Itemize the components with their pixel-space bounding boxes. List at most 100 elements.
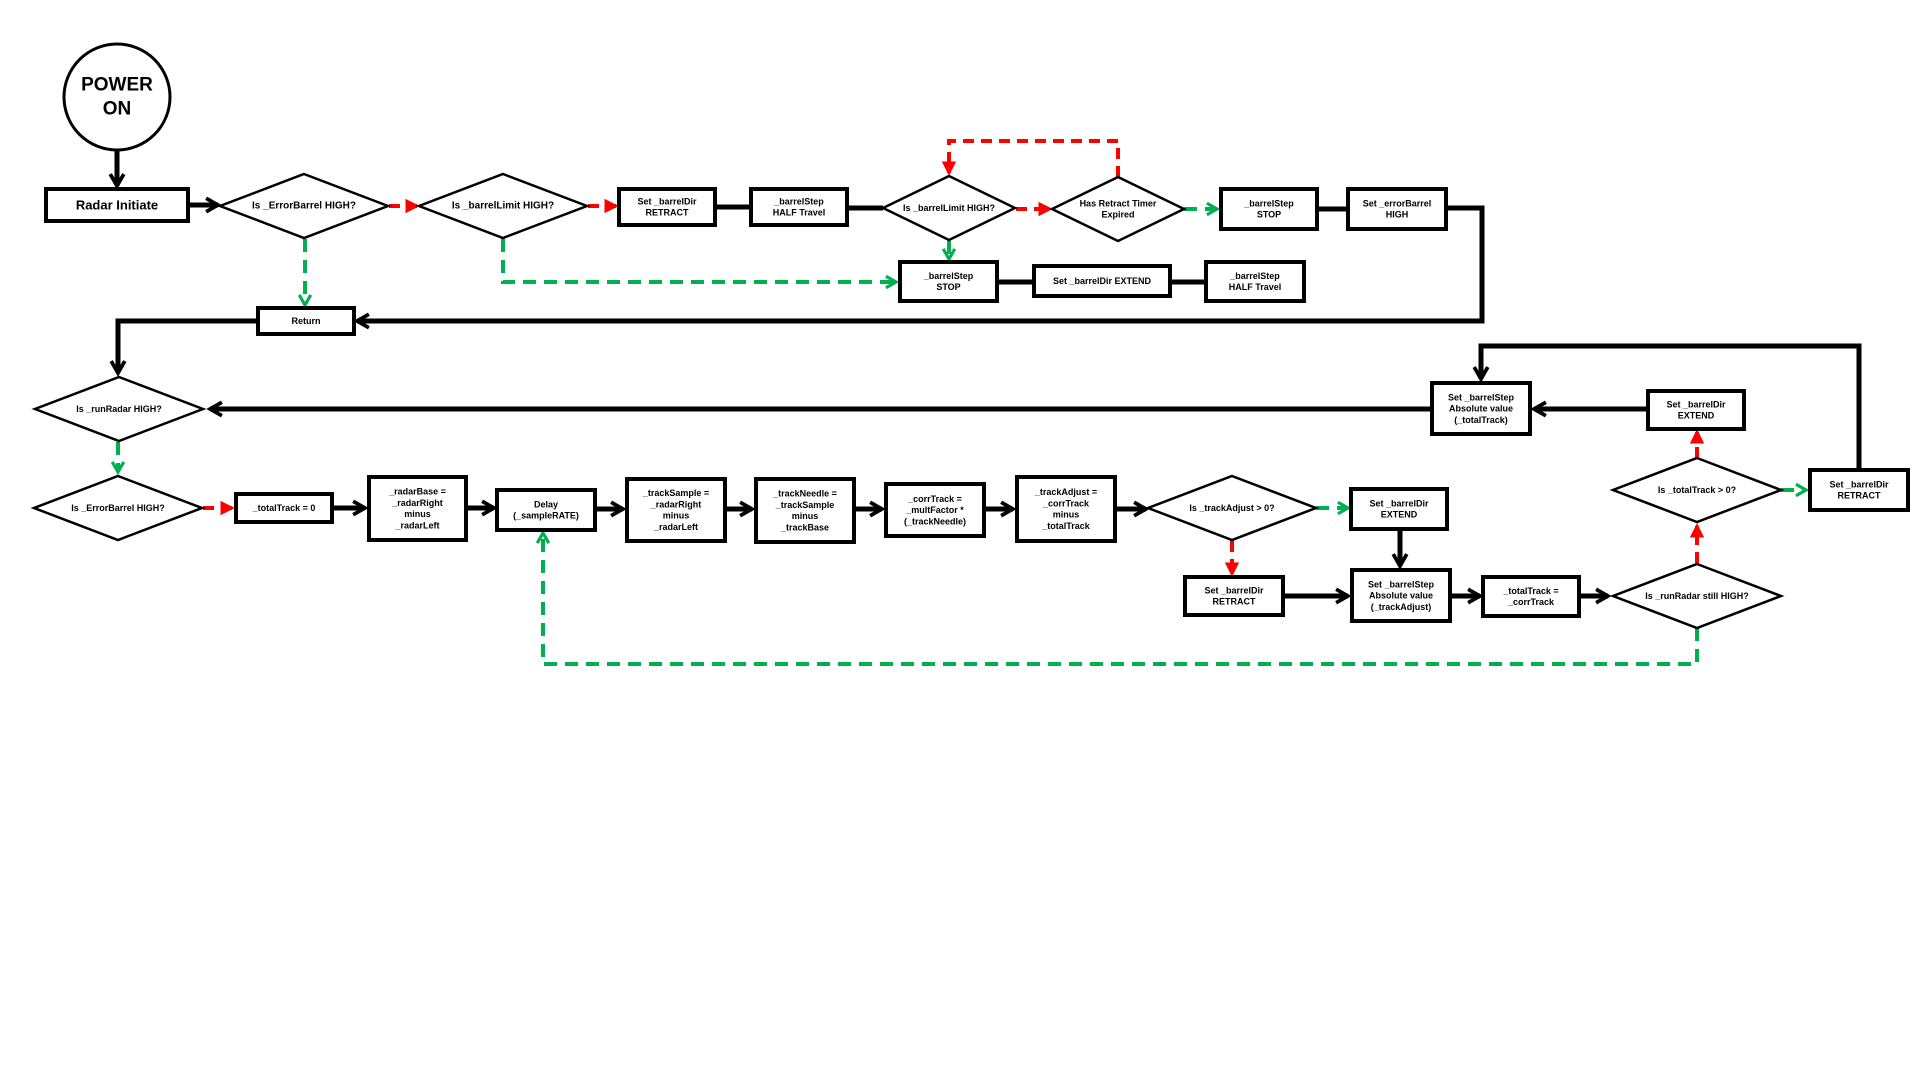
node-label: (_totalTrack)	[1454, 415, 1508, 425]
node-label: Absolute value	[1369, 591, 1433, 601]
node-is-errorbarrel-high-1: Is _ErrorBarrel HIGH?	[216, 172, 392, 240]
node-label: Set _barrelDir	[637, 196, 697, 206]
node-label: Is _runRadar still HIGH?	[1645, 591, 1749, 601]
decision-diamond	[415, 172, 591, 240]
node-label: HALF Travel	[773, 208, 826, 218]
process-box	[884, 482, 986, 538]
node-label: Is _totalTrack > 0?	[1658, 485, 1736, 495]
node-label: Has Retract Timer	[1080, 198, 1157, 208]
node-label: minus	[792, 511, 819, 521]
node-label: _totalTrack = 0	[252, 503, 316, 513]
node-label: Set _barrelDir	[1829, 479, 1889, 489]
decision-diamond	[30, 474, 206, 542]
node-label: Is _barrelLimit HIGH?	[903, 203, 995, 213]
node-return: Return	[256, 306, 356, 336]
node-is-runradar-still-high: Is _runRadar still HIGH?	[1609, 562, 1785, 630]
node-label: _trackAdjust =	[1034, 487, 1097, 497]
decision-diamond	[1609, 562, 1785, 630]
node-label: POWER	[81, 75, 153, 96]
node-label: Is _ErrorBarrel HIGH?	[71, 503, 165, 513]
node-label: Is _runRadar HIGH?	[76, 404, 162, 414]
decision-diamond	[880, 174, 1018, 242]
node-label: (_trackNeedle)	[904, 516, 966, 526]
node-label: _radarLeft	[394, 520, 439, 530]
node-delay-samplerate: Delay (_sampleRATE)	[495, 488, 597, 532]
node-label: (_trackAdjust)	[1371, 602, 1432, 612]
node-label: (_sampleRATE)	[513, 511, 579, 521]
node-label: _radarRight	[650, 499, 702, 509]
node-label: STOP	[1257, 210, 1281, 220]
edges-layer	[117, 139, 1862, 666]
node-label: Set _barrelStep	[1368, 579, 1435, 589]
node-radar-initiate: Radar Initiate	[44, 187, 190, 223]
node-label: EXTEND	[1381, 510, 1418, 520]
connector-green-33	[543, 533, 1699, 666]
node-label: _barrelStep	[923, 271, 974, 281]
process-box	[1481, 575, 1581, 618]
node-label: _trackBase	[780, 522, 829, 532]
node-totaltrack-zero: _totalTrack = 0	[234, 492, 334, 524]
node-label: Set _barrelDir	[1204, 585, 1264, 595]
process-box	[44, 187, 190, 223]
decision-diamond	[31, 375, 207, 443]
node-label: _barrelStep	[1229, 271, 1280, 281]
node-is-barrellimit-high-2: Is _barrelLimit HIGH?	[880, 174, 1018, 242]
node-label: Expired	[1101, 210, 1134, 220]
node-label: Set _barrelDir	[1666, 399, 1726, 409]
node-label: _barrelStep	[1243, 198, 1294, 208]
process-box	[1346, 187, 1448, 231]
decision-diamond	[1144, 474, 1320, 542]
node-label: _corrTrack =	[907, 494, 962, 504]
process-box	[1808, 468, 1910, 512]
node-set-barreldir-extend-1: Set _barrelDir EXTEND	[1032, 264, 1172, 298]
process-box	[617, 187, 717, 227]
process-box	[367, 475, 468, 542]
node-label: Set _barrelDir	[1369, 498, 1429, 508]
node-label: minus	[404, 509, 431, 519]
node-label: _totalTrack	[1041, 521, 1091, 531]
node-label: _multFactor *	[905, 505, 964, 515]
decision-diamond	[216, 172, 392, 240]
node-label: _trackSample	[775, 500, 835, 510]
node-label: STOP	[936, 282, 960, 292]
node-label: _totalTrack =	[1502, 586, 1558, 596]
node-label: _radarRight	[391, 498, 443, 508]
process-box	[234, 492, 334, 524]
process-box	[256, 306, 356, 336]
connector-black-15	[357, 205, 1485, 321]
node-label: ON	[103, 98, 132, 119]
node-label: Delay	[534, 499, 558, 509]
decision-diamond	[1049, 175, 1187, 243]
node-label: _radarBase =	[388, 487, 446, 497]
process-box	[1219, 187, 1319, 231]
connector-green-13	[501, 239, 896, 282]
node-corrtrack: _corrTrack =_multFactor *(_trackNeedle)	[884, 482, 986, 538]
node-label: RETRACT	[1213, 597, 1256, 607]
node-label: Is _ErrorBarrel HIGH?	[252, 201, 356, 212]
node-is-runradar-high: Is _runRadar HIGH?	[31, 375, 207, 443]
node-label: RETRACT	[1838, 491, 1881, 501]
node-label: Is _barrelLimit HIGH?	[452, 201, 554, 212]
process-box	[1646, 389, 1746, 431]
node-is-totaltrack-gt-0: Is _totalTrack > 0?	[1609, 456, 1785, 524]
process-box	[1349, 487, 1449, 531]
process-box	[1204, 260, 1306, 303]
process-box	[625, 477, 727, 543]
process-box	[1350, 568, 1452, 623]
decision-diamond	[1609, 456, 1785, 524]
node-label: Set _barrelStep	[1448, 392, 1515, 402]
node-label: HIGH	[1386, 210, 1409, 220]
